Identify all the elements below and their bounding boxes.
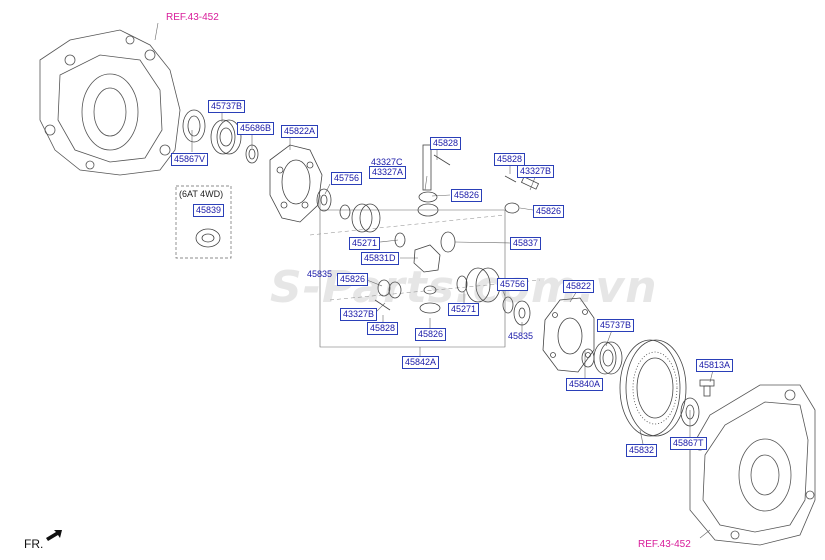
part-45867t[interactable]: 45867T [670,437,707,450]
part-45271-left[interactable]: 45271 [349,237,381,250]
washer-45271-right [456,275,468,293]
differential-case-45822a [269,144,323,223]
transmission-case-right [689,384,816,546]
front-arrow-icon [46,530,62,541]
part-45826-bottom[interactable]: 45826 [415,328,447,341]
option-box-6at-4wd [175,185,232,259]
part-45826-right[interactable]: 45826 [533,205,565,218]
pinion-gear-top [417,191,439,217]
ref-43-452-bottom[interactable]: REF.43-452 [638,539,691,550]
washer-45271-left [394,232,406,248]
pinion-gear-right [504,202,520,214]
part-45826-mid[interactable]: 45826 [337,273,369,286]
part-45835-left[interactable]: 45835 [307,269,333,279]
washer-45835-right [513,300,531,326]
pinion-gear-45837 [440,231,456,253]
ring-gear-45832 [619,339,687,437]
transmission-case-left [39,29,181,176]
pin-45828-top [433,154,451,166]
part-45828-left[interactable]: 45828 [367,322,399,335]
part-43327b-right[interactable]: 43327B [517,165,555,178]
part-45822[interactable]: 45822 [563,280,595,293]
part-45828-right[interactable]: 45828 [494,153,526,166]
snap-ring-45756-right [502,296,514,314]
oil-seal-45867v [182,109,206,143]
part-45831d[interactable]: 45831D [361,252,399,265]
pinion-shaft-43327a [422,144,432,191]
oil-seal-45867t [680,397,700,427]
bolt-45813a [699,379,715,397]
side-gear-left [351,203,381,233]
part-43327a[interactable]: 43327A [369,166,407,179]
part-45828-top[interactable]: 45828 [430,137,462,150]
cross-block-45831d [413,244,441,273]
part-45839[interactable]: 45839 [193,204,225,217]
differential-case-45822 [542,297,595,373]
bearing-45737b-left [210,119,242,155]
part-43327b-left[interactable]: 43327B [340,308,378,321]
part-45756-right[interactable]: 45756 [497,278,529,291]
part-45686b[interactable]: 45686B [237,122,275,135]
ref-43-452-top[interactable]: REF.43-452 [166,12,219,23]
part-45867v[interactable]: 45867V [171,153,209,166]
pinion-gear-left [377,279,402,299]
part-45737b-right[interactable]: 45737B [597,319,635,332]
shim-45686b [245,144,259,164]
washer-45835-top [316,188,332,212]
part-45271-right[interactable]: 45271 [448,303,480,316]
pin-45828-left [374,299,391,311]
part-45756-top[interactable]: 45756 [331,172,363,185]
pinion-shaft-43327b-right [504,175,540,190]
oil-seal-45839 [195,228,221,248]
part-45837[interactable]: 45837 [510,237,542,250]
pinion-gear-bottom [419,285,441,314]
part-45835-right[interactable]: 45835 [508,331,534,341]
part-43327c[interactable]: 43327C [371,157,403,167]
snap-ring-45756-top [339,204,351,220]
part-45826-top[interactable]: 45826 [451,189,483,202]
bearing-45737b-right [593,341,623,375]
part-45832[interactable]: 45832 [626,444,658,457]
part-45840a[interactable]: 45840A [566,378,604,391]
option-note: (6AT 4WD) [179,189,224,199]
part-45813a[interactable]: 45813A [696,359,734,372]
part-45737b-top[interactable]: 45737B [208,100,246,113]
part-45842a[interactable]: 45842A [402,356,440,369]
part-45822a[interactable]: 45822A [281,125,319,138]
direction-label: FR. [24,537,44,551]
